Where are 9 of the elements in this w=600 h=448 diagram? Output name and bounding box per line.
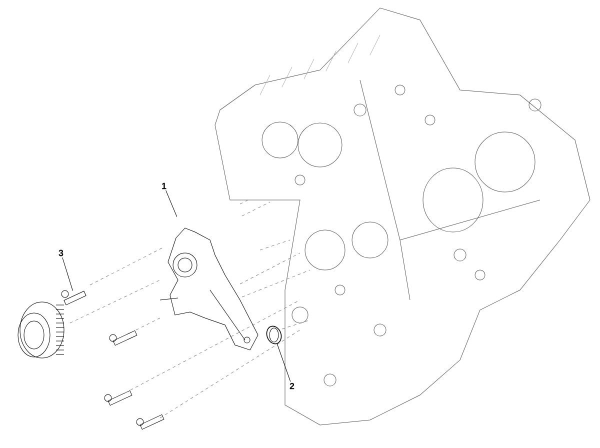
leader-line (276, 344, 291, 382)
oil-pump-drawing (160, 228, 258, 350)
callout-number: 3 (58, 250, 64, 256)
o-ring-drawing (266, 326, 282, 344)
callout-number: 2 (290, 382, 294, 390)
bolt-drawing (61, 290, 86, 306)
callout-number: 1 (162, 182, 166, 190)
leader-line (62, 257, 73, 291)
leader-line (166, 190, 178, 217)
